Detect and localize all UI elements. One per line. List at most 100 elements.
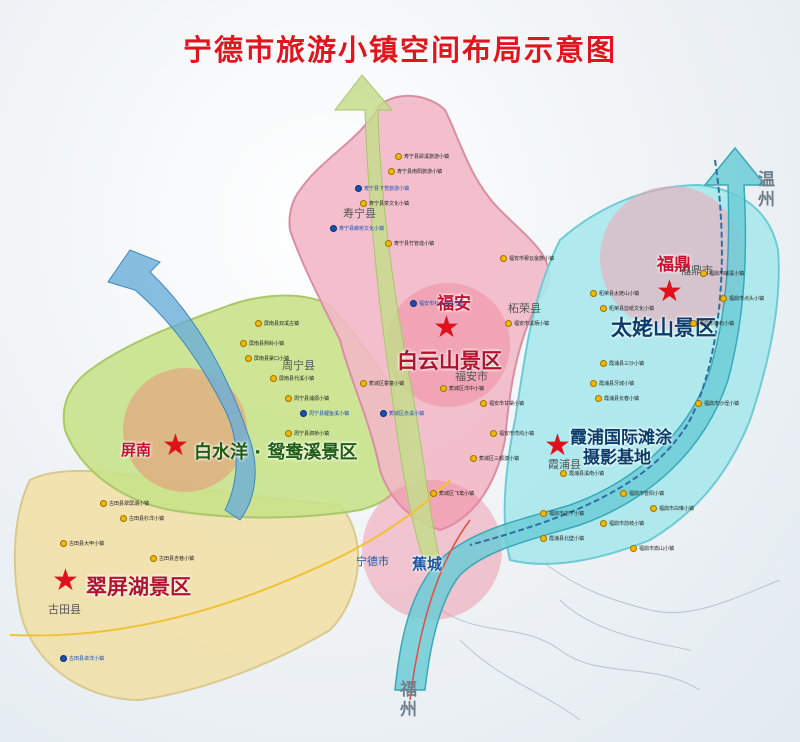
town-label: 寿宁县犀溪旅游小镇: [404, 154, 450, 160]
county-gutian: 古田县: [48, 603, 81, 616]
town-label: 蕉城区洋中小镇: [449, 386, 485, 392]
town-label: 霞浦县北壁小镇: [549, 536, 585, 542]
town-label: 屏南县代溪小镇: [279, 376, 315, 382]
town-label: 霞浦县溪南小镇: [569, 471, 605, 477]
town-marker: 屏南县代溪小镇: [270, 375, 314, 382]
town-dot-icon: [490, 430, 497, 437]
town-label: 周宁县泗桥小镇: [294, 431, 330, 437]
town-marker: 蕉城区赤溪小镇: [380, 410, 424, 417]
town-marker: 寿宁县犀溪旅游小镇: [395, 153, 449, 160]
map-title: 宁德市旅游小镇空间布局示意图: [182, 33, 617, 67]
town-dot-icon: [560, 470, 567, 477]
city-jiaocheng: 蕉城: [412, 555, 443, 573]
town-marker: 福鼎市管阳小镇: [620, 490, 664, 497]
town-dot-icon: [385, 240, 392, 247]
town-label: 蕉城区赤溪小镇: [389, 411, 425, 417]
town-dot-icon: [330, 225, 337, 232]
town-dot-icon: [470, 455, 477, 462]
town-label: 柘荣县太姥山小镇: [599, 291, 640, 297]
town-dot-icon: [650, 505, 657, 512]
town-label: 霞浦县牙城小镇: [599, 381, 635, 387]
circle-fuan: [386, 283, 510, 407]
town-dot-icon: [590, 380, 597, 387]
town-marker: 周宁县泗桥小镇: [285, 430, 329, 437]
town-marker: 福鼎市点头小镇: [720, 295, 764, 302]
town-marker: 蕉城区霍童小镇: [360, 380, 404, 387]
zone-xiapu: 霞浦国际滩涂: [570, 428, 672, 448]
town-marker: 古田县卓洋小镇: [60, 655, 104, 662]
town-dot-icon: [395, 153, 402, 160]
town-dot-icon: [480, 400, 487, 407]
town-dot-icon: [630, 545, 637, 552]
town-marker: 屏南县双溪古镇: [255, 320, 299, 327]
arrow-west: [107, 249, 256, 521]
town-marker: 屏南县棠口小镇: [245, 355, 289, 362]
town-label: 蕉城区三都澳小镇: [479, 456, 520, 462]
town-dot-icon: [540, 535, 547, 542]
zone-baiyunshan: 白云山景区: [397, 349, 502, 373]
town-marker: 福安市湾坞小镇: [490, 430, 534, 437]
county-zherong: 柘荣县: [508, 302, 541, 315]
town-marker: 周宁县鲤鱼溪小镇: [300, 410, 349, 417]
town-marker: 霞浦县长春小镇: [595, 395, 639, 402]
town-dot-icon: [285, 395, 292, 402]
town-marker: 柘荣县剪纸文化小镇: [600, 305, 654, 312]
town-dot-icon: [620, 490, 627, 497]
town-label: 蕉城区霍童小镇: [369, 381, 405, 387]
town-dot-icon: [388, 168, 395, 175]
town-label: 寿宁县廊桥文化小镇: [339, 226, 385, 232]
town-dot-icon: [100, 500, 107, 507]
town-dot-icon: [690, 320, 697, 327]
town-marker: 福安市溪柄小镇: [505, 320, 549, 327]
town-marker: 蕉城区洋中小镇: [440, 385, 484, 392]
town-dot-icon: [150, 555, 157, 562]
town-dot-icon: [60, 540, 67, 547]
town-dot-icon: [500, 255, 507, 262]
town-marker: 霞浦县牙城小镇: [590, 380, 634, 387]
county-zhouning: 周宁县: [282, 359, 315, 372]
town-label: 寿宁县南阳旅游小镇: [397, 169, 443, 175]
arrow-corridor: [394, 146, 767, 691]
town-label: 周宁县浦源小镇: [294, 396, 330, 402]
star-fuan: ★: [433, 310, 460, 345]
town-marker: 寿宁县南阳旅游小镇: [388, 168, 442, 175]
town-marker: 霞浦县北壁小镇: [540, 535, 584, 542]
town-dot-icon: [355, 185, 362, 192]
town-dot-icon: [695, 400, 702, 407]
city-fuding: 福鼎: [657, 255, 691, 275]
town-label: 寿宁县茶文化小镇: [369, 201, 410, 207]
town-label: 寿宁县下党旅游小镇: [364, 186, 410, 192]
town-label: 周宁县鲤鱼溪小镇: [309, 411, 350, 417]
town-marker: 蕉城区飞鸾小镇: [430, 490, 474, 497]
county-fuanshi: 福安市: [455, 370, 488, 383]
town-marker: 寿宁县廊桥文化小镇: [330, 225, 384, 232]
county-ningde: 宁德市: [356, 555, 389, 568]
zone-xiapu-2: 摄影基地: [583, 448, 651, 468]
star-cuipinghu: ★: [52, 563, 79, 598]
town-marker: 古田县杉洋小镇: [120, 515, 164, 522]
town-label: 福鼎市店下小镇: [549, 511, 585, 517]
town-marker: 霞浦县三沙小镇: [600, 360, 644, 367]
town-dot-icon: [360, 380, 367, 387]
town-dot-icon: [540, 510, 547, 517]
town-dot-icon: [595, 395, 602, 402]
town-marker: 寿宁县下党旅游小镇: [355, 185, 409, 192]
town-label: 屏南县双溪古镇: [264, 321, 300, 327]
town-dot-icon: [270, 375, 277, 382]
city-pingnan: 屏南: [121, 441, 152, 459]
town-label: 福鼎市沙埕小镇: [704, 401, 740, 407]
arrow-north: [333, 74, 441, 566]
star-xiapu: ★: [544, 428, 571, 463]
town-marker: 福安市社口坦洋小镇: [410, 300, 464, 307]
town-label: 福安市湾坞小镇: [499, 431, 535, 437]
zone-baishuiyang: 白水洋 · 鸳鸯溪景区: [194, 442, 358, 463]
town-label: 古田县吉巷小镇: [159, 556, 195, 562]
town-marker: 福安市甘棠小镇: [480, 400, 524, 407]
town-marker: 古田县大甲小镇: [60, 540, 104, 547]
town-label: 福鼎市管阳小镇: [629, 491, 665, 497]
town-dot-icon: [505, 320, 512, 327]
town-marker: 福鼎市白琳小镇: [650, 505, 694, 512]
town-dot-icon: [120, 515, 127, 522]
